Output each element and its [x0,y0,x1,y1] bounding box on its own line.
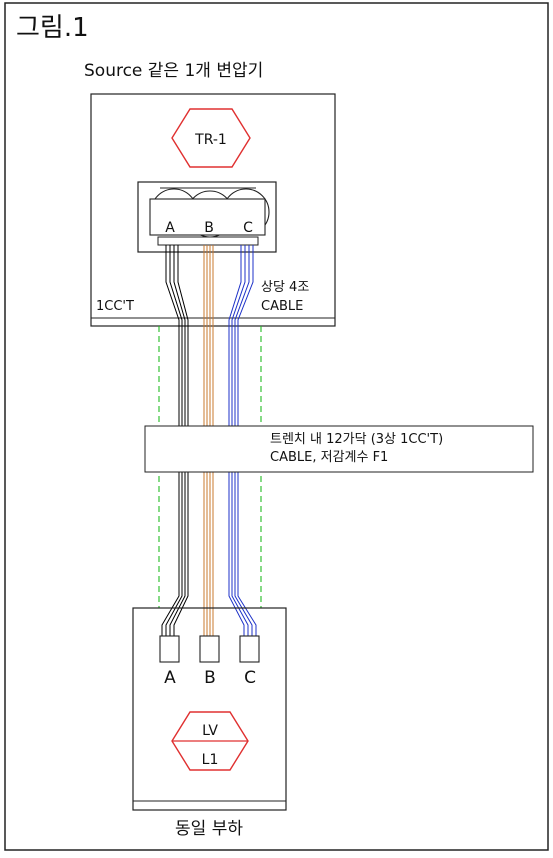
load-phase-a: A [164,668,176,688]
cable-right-label-line1: 상당 4조 [261,280,309,295]
load-symbol-top: LV [202,723,218,739]
bus-phase-b: B [204,220,214,236]
load-terminal-b [199,635,220,663]
cable-left-label: 1CC'T [96,299,134,314]
transformer-symbol [171,108,251,168]
bus-assembly [137,181,277,253]
figure-title: 그림.1 [16,13,89,43]
transformer-label: TR-1 [194,132,227,148]
load-phase-b: B [204,668,216,688]
cable-right-label-line2: CABLE [261,299,303,314]
bus-phase-c: C [243,220,253,236]
trench-note-line1: 트렌치 내 12가닥 (3상 1CC'T) [270,432,443,447]
trench-note-box [144,425,534,473]
load-phase-c: C [244,668,256,688]
bus-phase-a: A [165,220,175,236]
load-caption: 동일 부하 [175,819,243,839]
source-caption: Source 같은 1개 변압기 [84,61,263,81]
load-box [132,607,287,811]
trench-note-line2: CABLE, 저감계수 F1 [270,450,388,465]
load-symbol-bottom: L1 [202,752,219,768]
outer-border [4,2,549,851]
load-terminal-c [239,635,260,663]
load-terminal-a [159,635,180,663]
